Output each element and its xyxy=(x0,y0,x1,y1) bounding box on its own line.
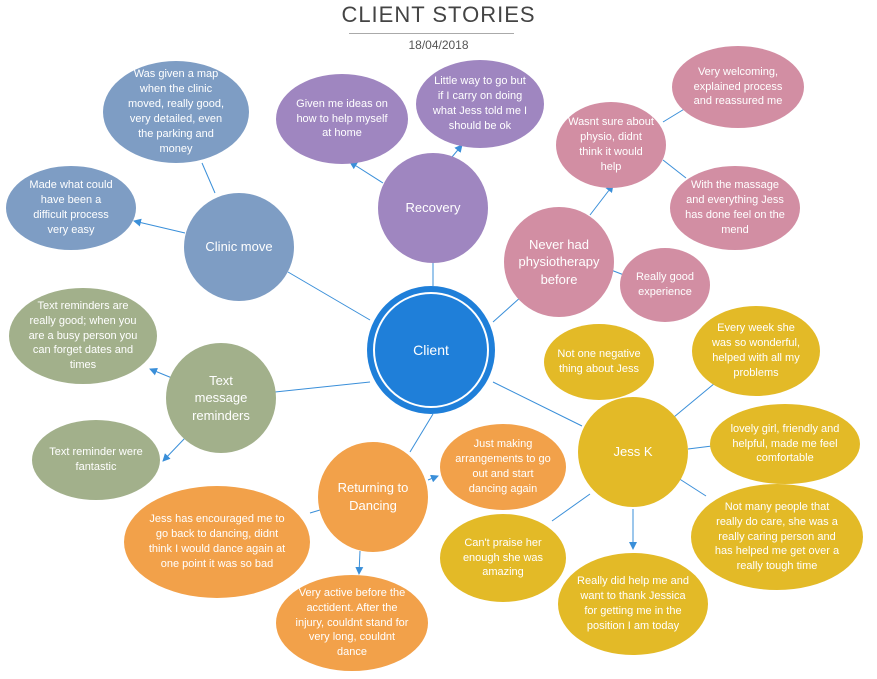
story-caring: Not many people that really do care, she… xyxy=(691,484,863,590)
story-active-text: Very active before the acctident. After … xyxy=(295,586,409,659)
story-caring-text: Not many people that really do care, she… xyxy=(714,500,840,573)
topic-recovery: Recovery xyxy=(378,153,488,263)
story-arrangements: Just making arrangements to go out and s… xyxy=(440,424,566,510)
link-tr-good xyxy=(149,367,173,379)
link-jess-every-week xyxy=(673,382,716,418)
topic-recovery-label: Recovery xyxy=(405,200,461,216)
story-welcoming: Very welcoming, explained process and re… xyxy=(672,46,804,128)
link-center-physio xyxy=(492,295,523,323)
link-center-text-reminders xyxy=(274,381,371,393)
link-tr-fantastic xyxy=(162,437,186,462)
story-encouraged: Jess has encouraged me to go back to dan… xyxy=(124,486,310,598)
story-not-sure-text: Wasnt sure about physio, didnt think it … xyxy=(568,116,654,173)
story-every-week-text: Every week she was so wonderful, helped … xyxy=(711,322,801,379)
link-jess-cant-praise xyxy=(551,493,591,522)
link-dancing-encouraged xyxy=(309,509,321,514)
story-not-sure: Wasnt sure about physio, didnt think it … xyxy=(556,102,666,188)
story-good-exp: Really good experience xyxy=(620,248,710,322)
story-cant-praise-text: Can't praise her enough she was amazing xyxy=(462,536,544,579)
link-jess-lovely xyxy=(687,445,713,450)
story-ideas: Given me ideas on how to help myself at … xyxy=(276,74,408,164)
link-center-clinic-move xyxy=(287,271,371,321)
story-lovely: lovely girl, friendly and helpful, made … xyxy=(710,404,860,484)
story-arrangements-text: Just making arrangements to go out and s… xyxy=(455,438,551,495)
topic-clinic-move-label: Clinic move xyxy=(205,239,273,255)
link-clinic-map xyxy=(201,162,216,194)
story-every-week: Every week she was so wonderful, helped … xyxy=(692,306,820,396)
story-not-one: Not one negative thing about Jess xyxy=(544,324,654,400)
link-dancing-active xyxy=(355,550,364,575)
topic-dancing-label: Returning to Dancing xyxy=(337,480,409,513)
title-underline xyxy=(349,33,514,34)
topic-jess-label: Jess K xyxy=(613,444,653,460)
story-massage: With the massage and everything Jess has… xyxy=(670,166,800,250)
link-notsure-massage xyxy=(662,159,687,179)
story-tr-fantastic: Text reminder were fantastic xyxy=(32,420,160,500)
center-node: Client xyxy=(367,286,495,414)
topic-text-reminders-label: Text message reminders xyxy=(192,372,250,423)
story-massage-text: With the massage and everything Jess has… xyxy=(685,179,785,236)
link-recovery-little-way xyxy=(451,144,463,158)
story-tr-good-text: Text reminders are really good; when you… xyxy=(28,299,138,372)
link-center-jess xyxy=(492,381,583,427)
link-jess-caring xyxy=(677,477,707,497)
story-lovely-text: lovely girl, friendly and helpful, made … xyxy=(730,422,840,465)
story-map: Was given a map when the clinic moved, r… xyxy=(103,61,249,163)
story-thank-text: Really did help me and want to thank Jes… xyxy=(577,575,689,632)
story-encouraged-text: Jess has encouraged me to go back to dan… xyxy=(148,513,286,570)
topic-dancing: Returning to Dancing xyxy=(318,442,428,552)
story-not-one-text: Not one negative thing about Jess xyxy=(557,348,641,375)
story-tr-good: Text reminders are really good; when you… xyxy=(9,288,157,384)
center-ring: Client xyxy=(373,292,489,408)
story-little-way: Little way to go but if I carry on doing… xyxy=(416,60,544,148)
story-map-text: Was given a map when the clinic moved, r… xyxy=(128,68,224,155)
link-center-dancing xyxy=(409,413,434,453)
link-physio-not-sure xyxy=(589,184,614,216)
center-label: Client xyxy=(413,342,449,358)
story-cant-praise: Can't praise her enough she was amazing xyxy=(440,514,566,602)
story-ideas-text: Given me ideas on how to help myself at … xyxy=(296,97,388,140)
story-welcoming-text: Very welcoming, explained process and re… xyxy=(693,65,783,108)
topic-physio-label: Never had physiotherapy before xyxy=(518,236,600,287)
story-little-way-text: Little way to go but if I carry on doing… xyxy=(432,75,528,132)
story-tr-fantastic-text: Text reminder were fantastic xyxy=(49,446,143,473)
topic-clinic-move: Clinic move xyxy=(184,193,294,301)
topic-text-reminders: Text message reminders xyxy=(166,343,276,453)
story-easy-text: Made what could have been a difficult pr… xyxy=(29,179,113,236)
link-clinic-easy xyxy=(133,218,186,234)
diagram-date: 18/04/2018 xyxy=(408,38,469,52)
story-easy: Made what could have been a difficult pr… xyxy=(6,166,136,250)
link-recovery-ideas xyxy=(349,161,384,184)
link-dancing-arrangements xyxy=(427,474,439,483)
topic-jess: Jess K xyxy=(578,397,688,507)
story-active: Very active before the acctident. After … xyxy=(276,575,428,671)
story-thank: Really did help me and want to thank Jes… xyxy=(558,553,708,655)
diagram-header: CLIENT STORIES 18/04/2018 xyxy=(0,0,877,60)
link-notsure-welcoming xyxy=(662,107,687,123)
story-good-exp-text: Really good experience xyxy=(635,271,695,298)
topic-physio: Never had physiotherapy before xyxy=(504,207,614,317)
diagram-title: CLIENT STORIES xyxy=(341,2,536,27)
